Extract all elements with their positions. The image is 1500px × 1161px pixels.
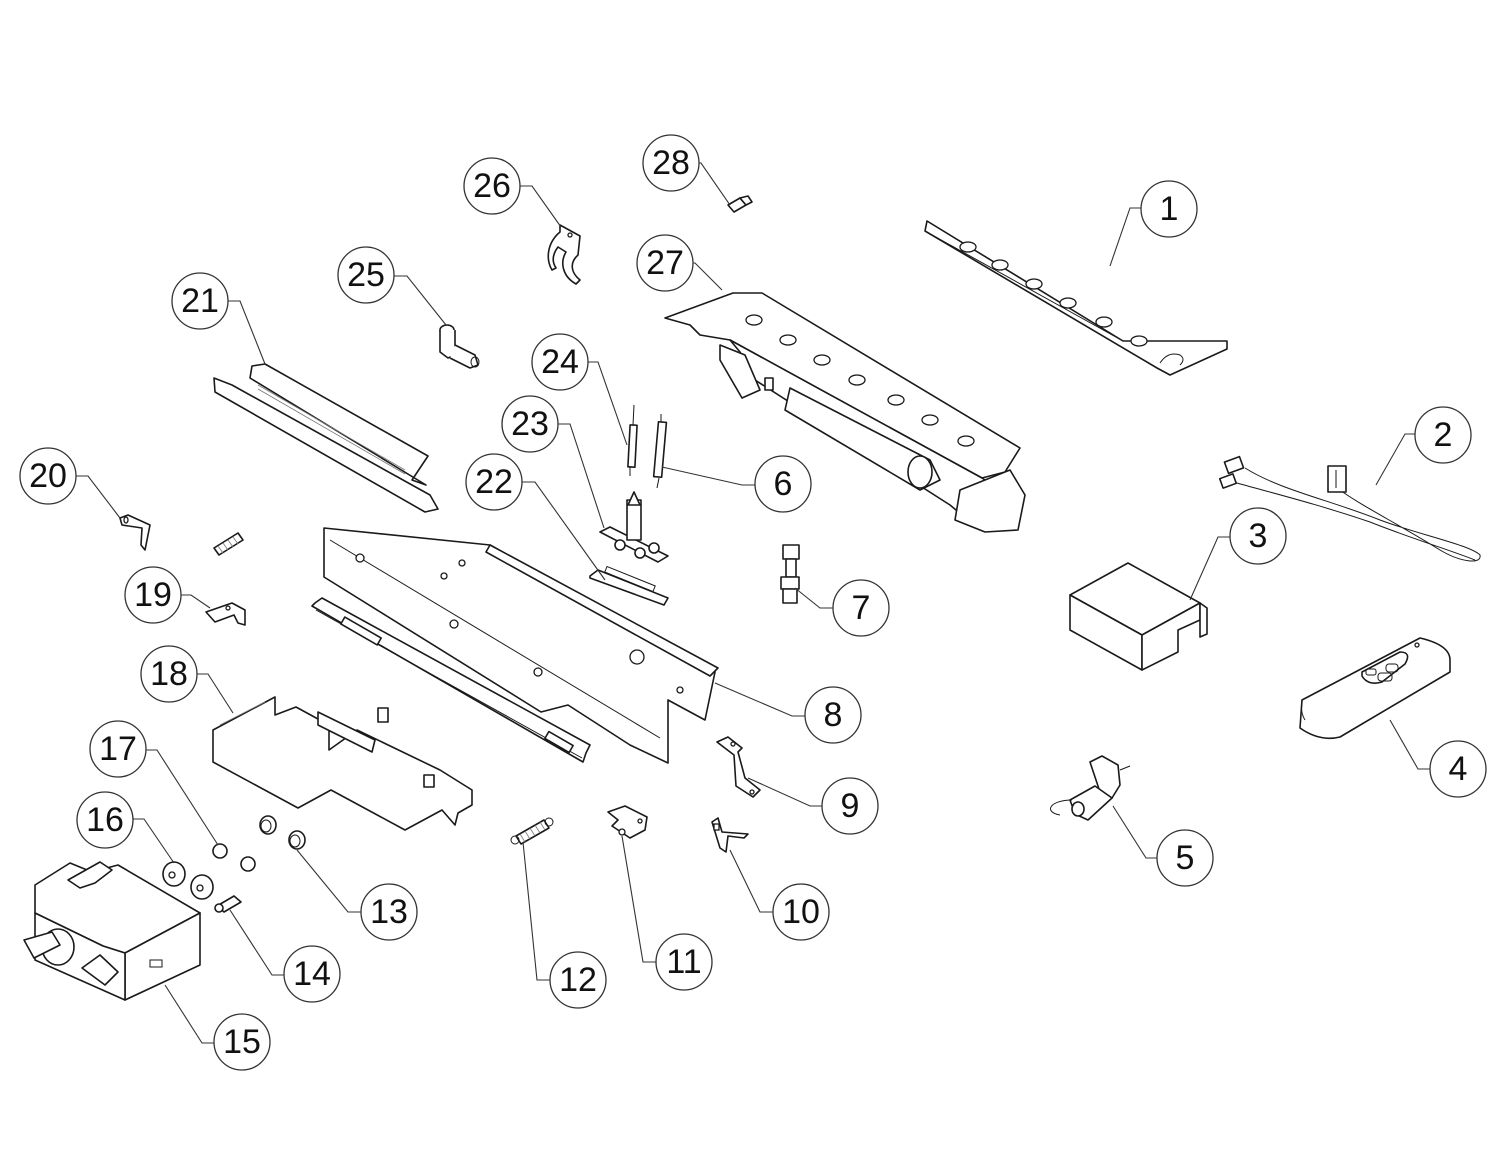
svg-text:9: 9 [841,787,860,825]
callouts: 1 2 3 4 5 6 [19,134,1487,1071]
callout-1[interactable]: 1 [1109,180,1198,267]
callout-25[interactable]: 25 [337,246,447,326]
svg-text:15: 15 [223,1023,261,1061]
callout-3[interactable]: 3 [1189,507,1287,601]
svg-text:8: 8 [824,696,843,734]
svg-text:27: 27 [646,244,684,282]
svg-text:5: 5 [1176,839,1195,877]
callout-21[interactable]: 21 [171,272,266,365]
svg-text:24: 24 [541,343,579,381]
callout-24[interactable]: 24 [531,333,628,446]
svg-text:10: 10 [782,893,820,931]
svg-text:6: 6 [774,465,793,503]
part-fitting-nut [162,861,214,900]
cover-plate-holes [959,241,1184,366]
callout-22[interactable]: 22 [465,453,606,581]
part-ferrule [212,843,256,872]
svg-text:23: 23 [511,405,549,443]
svg-text:21: 21 [181,282,219,320]
callout-8[interactable]: 8 [714,682,862,744]
callout-9[interactable]: 9 [747,777,879,835]
callout-13[interactable]: 13 [296,849,418,941]
callout-10[interactable]: 10 [729,849,830,941]
svg-text:28: 28 [652,144,690,182]
callout-20[interactable]: 20 [19,447,121,519]
callout-27[interactable]: 27 [636,234,723,292]
callout-7[interactable]: 7 [794,579,890,637]
part-pilot-assembly [599,491,669,563]
callout-11[interactable]: 11 [621,835,713,991]
part-tube-clamp [547,224,581,285]
part-small-bracket [205,602,246,626]
part-offset-bracket [716,736,761,798]
callout-26[interactable]: 26 [463,157,562,228]
callout-19[interactable]: 19 [124,566,211,624]
callout-4[interactable]: 4 [1389,719,1487,798]
part-nipple-fitting [214,895,242,913]
spring-unlabeled [213,532,244,556]
callout-2[interactable]: 2 [1375,406,1472,486]
part-clip-bracket [711,817,749,853]
svg-text:3: 3 [1249,517,1268,555]
callout-28[interactable]: 28 [642,134,731,206]
svg-text:12: 12 [559,961,597,999]
svg-text:11: 11 [666,943,701,981]
part-wire-harness [1218,455,1481,562]
part-mount-plate [607,805,648,839]
part-electrode [652,414,668,489]
part-valve-bracket [212,696,473,831]
part-gas-valve [23,861,201,1001]
burner-ports [745,314,975,447]
part-burner-assembly [664,292,1026,533]
part-compression-nut [259,815,306,850]
part-pilot-gasket [589,565,669,606]
svg-text:14: 14 [293,955,331,993]
part-spring [510,817,554,845]
callout-12[interactable]: 12 [522,841,607,1009]
part-elbow-fitting [439,324,480,369]
part-gas-fitting [780,544,800,604]
part-thermocouple [627,404,638,476]
callout-15[interactable]: 15 [164,984,271,1071]
part-burner-cover-plate [924,220,1228,376]
callout-14[interactable]: 14 [229,909,341,1003]
part-remote-control [1299,637,1451,740]
callout-17[interactable]: 17 [89,720,219,846]
callout-5[interactable]: 5 [1112,805,1214,887]
svg-text:1: 1 [1160,190,1179,228]
part-igniter-module [1050,755,1131,821]
svg-text:19: 19 [134,576,172,614]
svg-text:25: 25 [347,256,385,294]
part-deflector-channel [213,363,439,513]
svg-text:7: 7 [852,589,871,627]
part-burner-tray-rail [311,527,719,764]
svg-text:13: 13 [370,893,408,931]
callout-6[interactable]: 6 [661,455,812,513]
callout-23[interactable]: 23 [501,395,605,529]
svg-text:22: 22 [475,463,513,501]
svg-text:17: 17 [99,730,137,768]
svg-text:16: 16 [86,801,124,839]
part-receiver-box [1069,562,1208,671]
part-small-clip [727,195,753,213]
svg-text:18: 18 [150,655,188,693]
svg-text:2: 2 [1434,416,1453,454]
svg-text:26: 26 [473,167,511,205]
svg-text:4: 4 [1449,750,1468,788]
svg-text:20: 20 [29,457,67,495]
part-hook-bracket [119,514,151,551]
callout-16[interactable]: 16 [76,791,175,864]
callout-18[interactable]: 18 [140,645,234,714]
